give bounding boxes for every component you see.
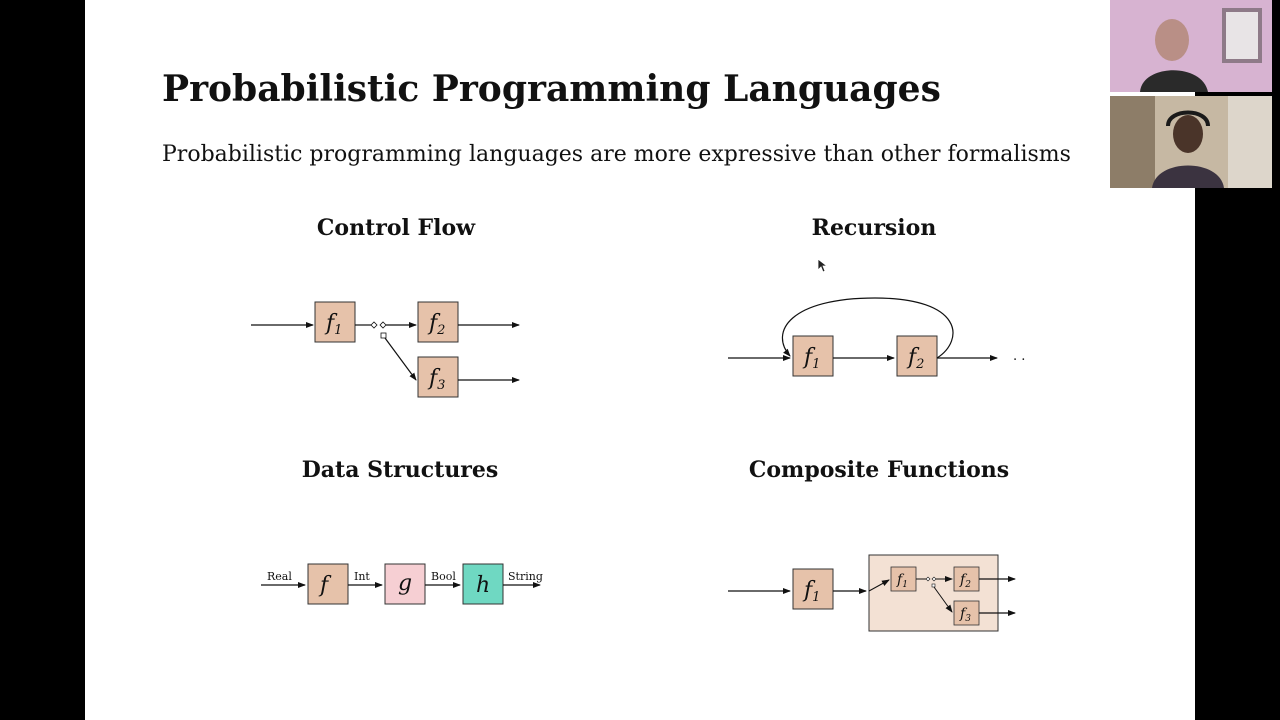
webcam-tile-1[interactable] xyxy=(1110,0,1272,92)
comp-inner-f1 xyxy=(890,566,917,592)
comp-inner-f3-label: f3 xyxy=(959,606,971,624)
cf-box-f3 xyxy=(417,356,459,398)
webcam-person-2-icon xyxy=(1110,96,1272,188)
comp-inner-f2 xyxy=(953,566,980,592)
recursion-diagram: f1 f2 . . xyxy=(728,297,1025,377)
ds-type-real: Real xyxy=(267,570,292,583)
diagrams-canvas: f1 f2 f3 f1 f2 . . xyxy=(251,297,1025,632)
comp-inner-input xyxy=(868,579,890,592)
data-structures-diagram: Real f Int g Bool h String xyxy=(261,563,543,605)
ds-type-string: String xyxy=(508,570,543,583)
comp-inner-f1-label: f1 xyxy=(896,572,908,590)
cf-diamond-1 xyxy=(370,321,378,329)
ds-box-g xyxy=(384,563,426,605)
comp-diamond-1 xyxy=(925,576,931,582)
cf-box-f1 xyxy=(314,301,356,343)
ds-type-int: Int xyxy=(354,570,370,583)
mouse-cursor-icon xyxy=(817,258,829,273)
webcam-person-1-icon xyxy=(1110,0,1272,92)
comp-inner-f3 xyxy=(953,600,980,626)
ds-box-h xyxy=(462,563,504,605)
slide-title: Probabilistic Programming Languages xyxy=(162,68,941,110)
control-flow-diagram: f1 f2 f3 xyxy=(251,301,520,398)
recursion-title: Recursion xyxy=(811,215,937,241)
comp-box-f1 xyxy=(792,568,834,610)
control-flow-title: Control Flow xyxy=(316,215,476,241)
composite-functions-diagram: f1 f1 f2 f3 xyxy=(728,554,1016,632)
ds-box-f xyxy=(307,563,349,605)
rec-box-f2 xyxy=(896,335,938,377)
comp-inner-f2-label: f2 xyxy=(959,572,971,590)
slide: Probabilistic Programming Languages Prob… xyxy=(85,0,1195,720)
ds-box-g-label: g xyxy=(398,571,412,596)
rec-ellipsis: . . xyxy=(1013,349,1025,364)
data-structures-title: Data Structures xyxy=(301,457,499,483)
webcam-tile-2[interactable] xyxy=(1110,96,1272,188)
ds-box-h-label: h xyxy=(476,573,490,598)
composite-functions-title: Composite Functions xyxy=(748,457,1010,483)
cf-arrow-to-f3 xyxy=(384,337,417,381)
ds-type-bool: Bool xyxy=(431,570,456,583)
rec-loop-arrow xyxy=(781,297,954,359)
rec-box-f1 xyxy=(792,335,834,377)
cf-box-f2 xyxy=(417,301,459,343)
comp-square xyxy=(931,583,936,588)
slide-subtitle: Probabilistic programming languages are … xyxy=(162,142,1071,167)
cf-square xyxy=(380,332,387,339)
cf-diamond-2 xyxy=(379,321,387,329)
